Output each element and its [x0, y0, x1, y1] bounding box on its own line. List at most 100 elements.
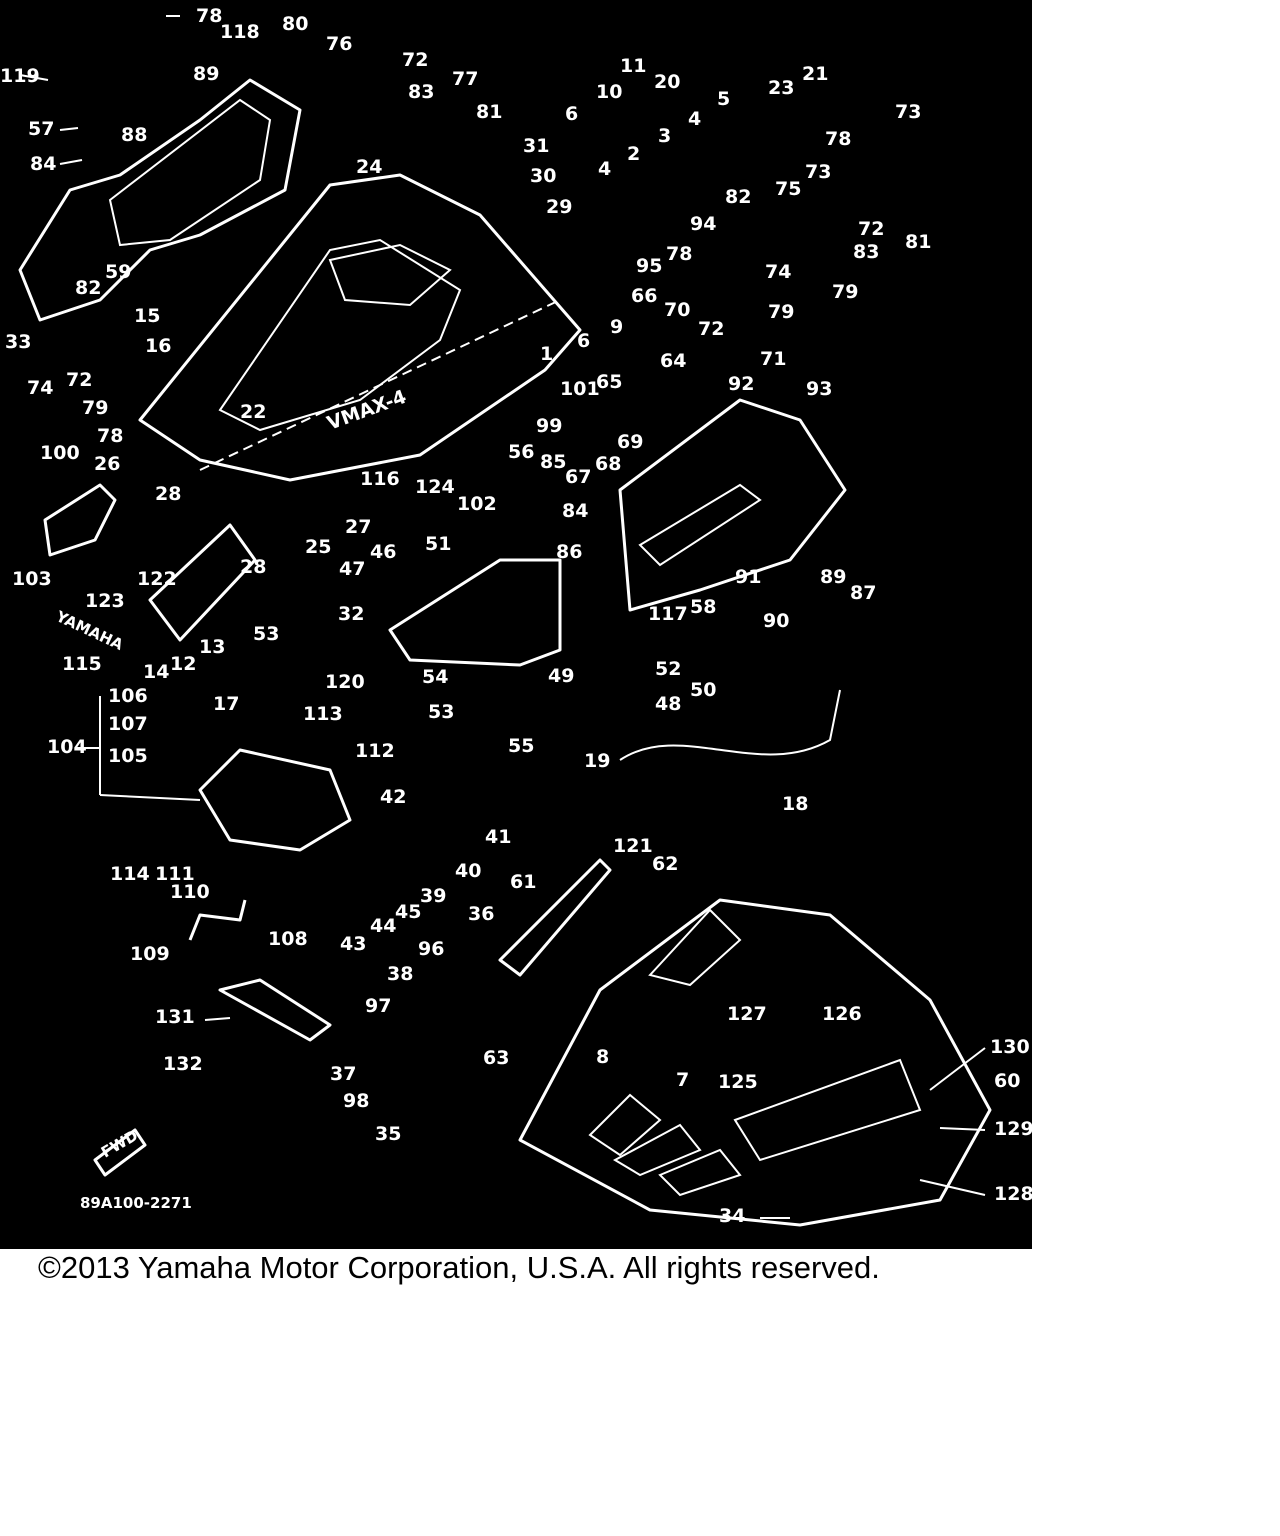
- callout-78-left: 78: [97, 425, 123, 447]
- belly-pan: [518, 898, 992, 1227]
- callout-73-upper: 73: [895, 101, 921, 123]
- callout-47: 47: [339, 558, 365, 580]
- callout-52: 52: [655, 658, 681, 680]
- callout-117: 117: [648, 603, 688, 625]
- callout-58: 58: [690, 596, 716, 618]
- callout-39: 39: [420, 885, 446, 907]
- callout-26: 26: [94, 453, 120, 475]
- callout-85: 85: [540, 451, 566, 473]
- callout-82-left: 82: [75, 277, 101, 299]
- callout-62: 62: [652, 853, 678, 875]
- callout-94: 94: [690, 213, 716, 235]
- callout-8: 8: [596, 1046, 609, 1068]
- callout-9: 9: [610, 316, 623, 338]
- callout-83-right: 83: [853, 241, 879, 263]
- callout-70: 70: [664, 299, 690, 321]
- callout-98: 98: [343, 1090, 369, 1112]
- callout-119: 119: [0, 65, 40, 87]
- callout-6-upper: 6: [565, 103, 578, 125]
- callout-118: 118: [220, 21, 260, 43]
- callout-107: 107: [108, 713, 148, 735]
- callout-27: 27: [345, 516, 371, 538]
- callout-61: 61: [510, 871, 536, 893]
- callout-55: 55: [508, 735, 534, 757]
- callout-29: 29: [546, 196, 572, 218]
- callout-42: 42: [380, 786, 406, 808]
- callout-95: 95: [636, 255, 662, 277]
- belly-pan-pad-8: [588, 1093, 662, 1157]
- callout-71: 71: [760, 348, 786, 370]
- callout-34: 34: [719, 1205, 745, 1227]
- callout-64: 64: [660, 350, 686, 372]
- callout-122: 122: [137, 568, 177, 590]
- callout-131: 131: [155, 1006, 195, 1028]
- belly-pan-pad-126: [733, 1058, 922, 1162]
- callout-44: 44: [370, 915, 396, 937]
- callout-74-right: 74: [765, 261, 791, 283]
- callout-132: 132: [163, 1053, 203, 1075]
- tube-109: [188, 899, 247, 941]
- callout-4-upper: 4: [688, 108, 701, 130]
- callout-50: 50: [690, 679, 716, 701]
- callout-128: 128: [994, 1183, 1032, 1205]
- callout-109: 109: [130, 943, 170, 965]
- belly-pan-pad-127: [648, 908, 742, 987]
- callout-33: 33: [5, 331, 31, 353]
- callout-72-mid: 72: [698, 318, 724, 340]
- callout-100: 100: [40, 442, 80, 464]
- callout-24: 24: [356, 156, 382, 178]
- callout-14: 14: [143, 661, 169, 683]
- callout-125: 125: [718, 1071, 758, 1093]
- callout-101: 101: [560, 378, 600, 400]
- parts-diagram: VMAX-4 FWD YAMAHA 89A100-2271: [0, 0, 1032, 1249]
- left-side-cowl: [18, 78, 302, 322]
- callout-102: 102: [457, 493, 497, 515]
- callout-69: 69: [617, 431, 643, 453]
- copyright-notice: ©2013 Yamaha Motor Corporation, U.S.A. A…: [38, 1250, 880, 1285]
- callout-74-left: 74: [27, 377, 53, 399]
- callout-120: 120: [325, 671, 365, 693]
- callout-6-lower: 6: [577, 330, 590, 352]
- callout-121: 121: [613, 835, 653, 857]
- callout-53-mid: 53: [428, 701, 454, 723]
- callout-21: 21: [802, 63, 828, 85]
- callout-91: 91: [735, 566, 761, 588]
- callout-65: 65: [596, 371, 622, 393]
- callout-63: 63: [483, 1047, 509, 1069]
- callout-16: 16: [145, 335, 171, 357]
- callout-31: 31: [523, 135, 549, 157]
- callout-81-right: 81: [905, 231, 931, 253]
- callout-54: 54: [422, 666, 448, 688]
- callout-60: 60: [994, 1070, 1020, 1092]
- callout-13: 13: [199, 636, 225, 658]
- callout-35: 35: [375, 1123, 401, 1145]
- callout-80: 80: [282, 13, 308, 35]
- callout-81: 81: [476, 101, 502, 123]
- exploded-view-drawing: VMAX-4 FWD YAMAHA 89A100-2271: [0, 5, 1032, 1227]
- callout-110: 110: [170, 881, 210, 903]
- callout-79-right: 79: [832, 281, 858, 303]
- side-strip-61: [498, 858, 612, 977]
- callout-84-right: 84: [562, 500, 588, 522]
- callout-105: 105: [108, 745, 148, 767]
- callout-113: 113: [303, 703, 343, 725]
- leader-lines: [19, 15, 986, 1219]
- callout-84: 84: [30, 153, 56, 175]
- callout-57: 57: [28, 118, 54, 140]
- callout-19: 19: [584, 750, 610, 772]
- callout-40: 40: [455, 860, 481, 882]
- callout-90: 90: [763, 610, 789, 632]
- right-panel-graphic: [638, 483, 762, 567]
- callout-76: 76: [326, 33, 352, 55]
- callout-72-left: 72: [66, 369, 92, 391]
- callout-111: 111: [155, 863, 195, 885]
- callout-59: 59: [105, 261, 131, 283]
- callout-103: 103: [12, 568, 52, 590]
- callout-18: 18: [782, 793, 808, 815]
- callout-79-mid: 79: [768, 301, 794, 323]
- callout-77: 77: [452, 68, 478, 90]
- callout-41: 41: [485, 826, 511, 848]
- belly-pan-pad-125: [658, 1148, 742, 1197]
- callout-53-left: 53: [253, 623, 279, 645]
- callout-82-right: 82: [725, 186, 751, 208]
